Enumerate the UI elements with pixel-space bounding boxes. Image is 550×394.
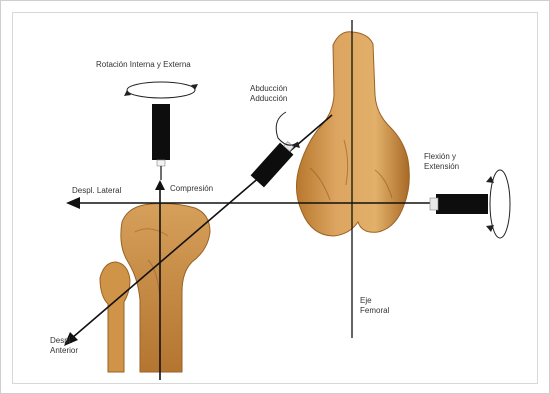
tibia-bone [121,204,210,373]
anterior-label-2: Anterior [50,346,78,355]
anterior-axis-line [72,115,332,338]
lateral-label: Despl. Lateral [72,186,121,195]
rotation-arrow-icon [124,82,198,98]
flexion-label: Flexión y [424,152,456,161]
compression-arrowhead [155,180,165,190]
extension-label: Extensión [424,162,459,171]
flexion-actuator [430,194,488,214]
lateral-arrowhead [66,197,80,209]
femur-bone [296,32,409,236]
adduction-label: Adducción [250,94,287,103]
femoral-axis-label-2: Femoral [360,306,389,315]
anterior-label: Despl. [50,336,73,345]
femoral-axis-label: Eje [360,296,372,305]
abduction-label: Abducción [250,84,287,93]
fibula-bone [100,262,130,372]
rotation-actuator [152,104,170,180]
compression-label: Compresión [170,184,213,193]
flexion-arrow-icon [486,170,510,238]
rotation-label: Rotación Interna y Externa [96,60,191,69]
